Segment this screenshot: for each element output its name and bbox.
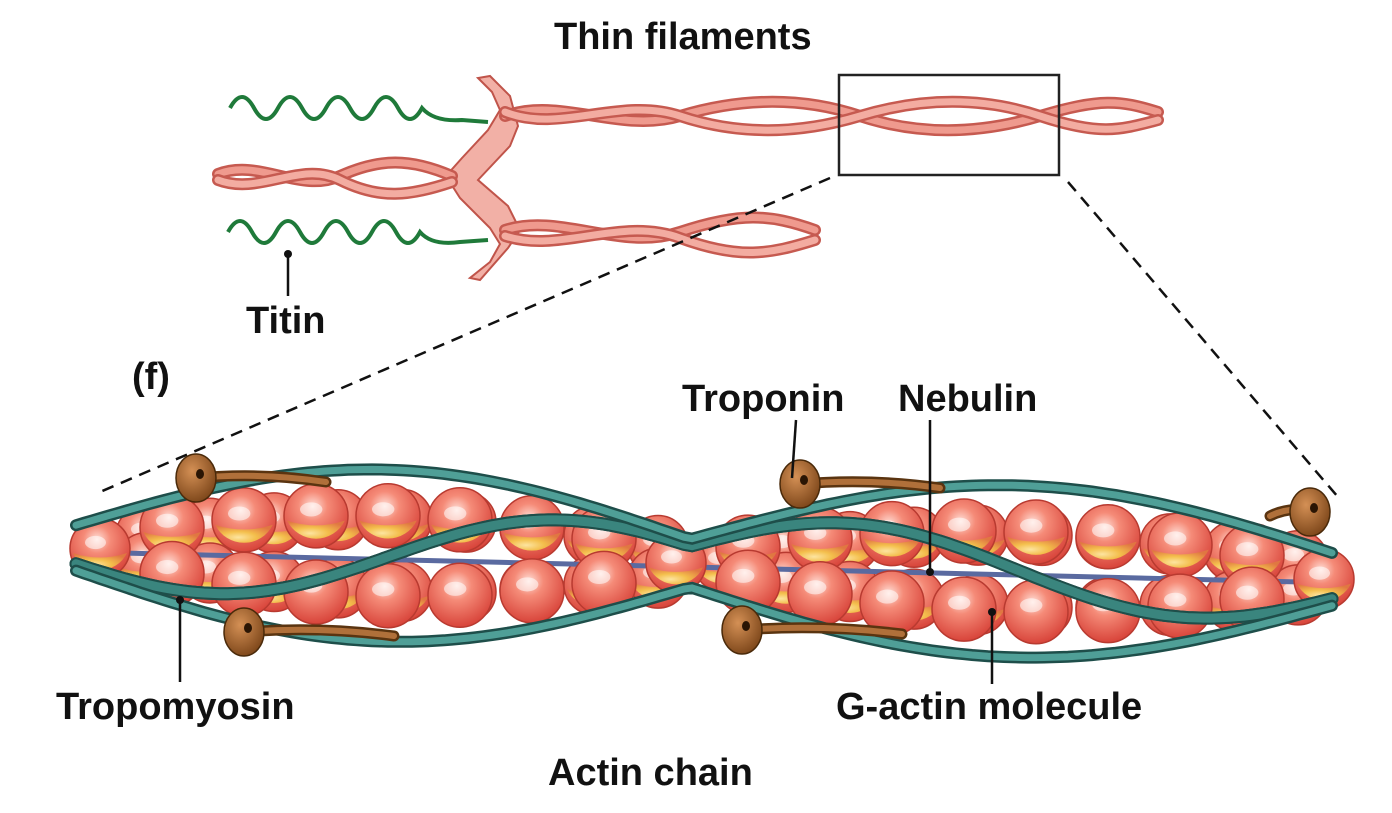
nebulin-label: Nebulin (898, 378, 1038, 420)
titin-label: Titin (246, 300, 326, 342)
g-actin-molecule (427, 562, 493, 628)
g-actin-molecule (571, 550, 637, 617)
g-actin-molecule (355, 482, 421, 549)
g-actin-label: G-actin molecule (836, 686, 1143, 728)
titin-strand-upper (228, 95, 489, 124)
troponin-complex (779, 459, 946, 509)
g-actin-molecule (211, 487, 277, 553)
g-actin-molecule (499, 558, 565, 624)
actin-chain-title: Actin chain (548, 752, 753, 794)
troponin-label: Troponin (682, 378, 845, 420)
troponin-complexes (175, 453, 1331, 657)
troponin-complex (175, 453, 332, 503)
g-actin-molecule (1147, 512, 1213, 578)
g-actin-molecule (931, 576, 997, 642)
actin-chain-group (69, 419, 1355, 684)
g-actin-molecule (355, 562, 421, 629)
zoom-line-right (1067, 181, 1339, 498)
panel-letter: (f) (132, 356, 170, 398)
zoom-box (837, 73, 1061, 177)
thin-filaments-group (212, 73, 1164, 296)
thin-filament-lower (499, 211, 821, 259)
troponin-leader (790, 419, 798, 479)
tropomyosin-label: Tropomyosin (56, 686, 295, 728)
zoom-line-left (99, 176, 831, 494)
titin-strand-lower (226, 219, 489, 245)
thin-filament-middle (212, 156, 458, 200)
thin-filament-upper (499, 95, 1164, 137)
nebulin-strand (79, 549, 1341, 586)
troponin-complex (1264, 487, 1331, 537)
g-actin-molecule (283, 483, 349, 549)
g-actin-molecule (1003, 499, 1069, 565)
troponin-complex (721, 605, 908, 655)
g-actin-molecule (1147, 573, 1213, 639)
troponin-complex (223, 607, 400, 657)
g-actin-molecule (1075, 504, 1141, 570)
thin-filaments-title: Thin filaments (554, 16, 812, 58)
